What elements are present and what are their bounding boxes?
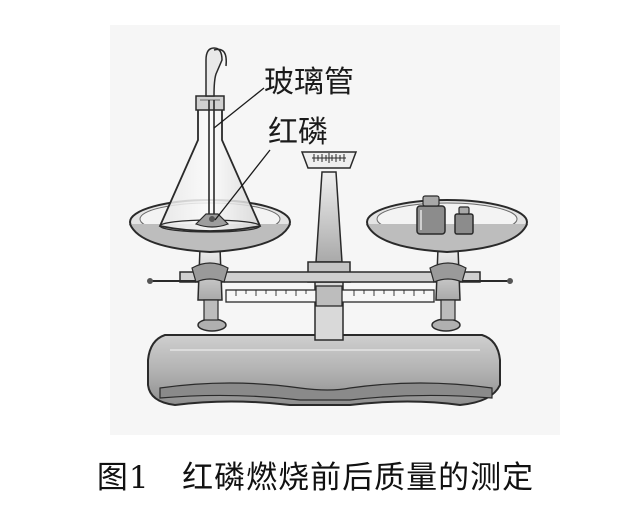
weight-small [454, 206, 474, 235]
glass-tube-leader-line [213, 87, 265, 129]
pointer-scale [300, 151, 358, 169]
right-pan [366, 199, 528, 254]
balance-base [147, 318, 501, 407]
red-phosphorus-sample [194, 213, 230, 228]
balloon [205, 47, 227, 97]
figure-caption: 图1 红磷燃烧前后质量的测定 [0, 452, 631, 498]
glass-tube [208, 100, 215, 225]
rider-scale-bar [225, 285, 435, 307]
figure-title: 红磷燃烧前后质量的测定 [182, 460, 535, 496]
red-phosphorus-label: 红磷 [268, 115, 328, 150]
weight-large [416, 195, 446, 235]
balance-beam [147, 271, 513, 284]
figure-number: 图1 [96, 460, 150, 496]
left-pan-support [191, 247, 229, 321]
red-phosphorus-leader-line [214, 149, 271, 221]
glass-tube-label: 玻璃管 [264, 65, 354, 100]
rubber-stopper [195, 95, 225, 111]
caption-gap [150, 460, 183, 496]
